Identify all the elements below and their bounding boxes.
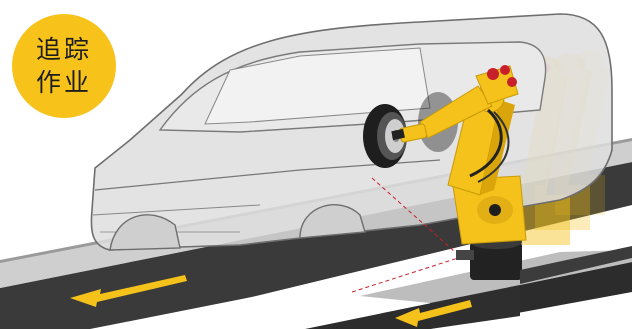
badge-line-1: 追踪 [36, 33, 92, 66]
badge-line-2: 作业 [36, 66, 92, 99]
tracking-operation-badge: 追踪 作业 [12, 14, 116, 118]
